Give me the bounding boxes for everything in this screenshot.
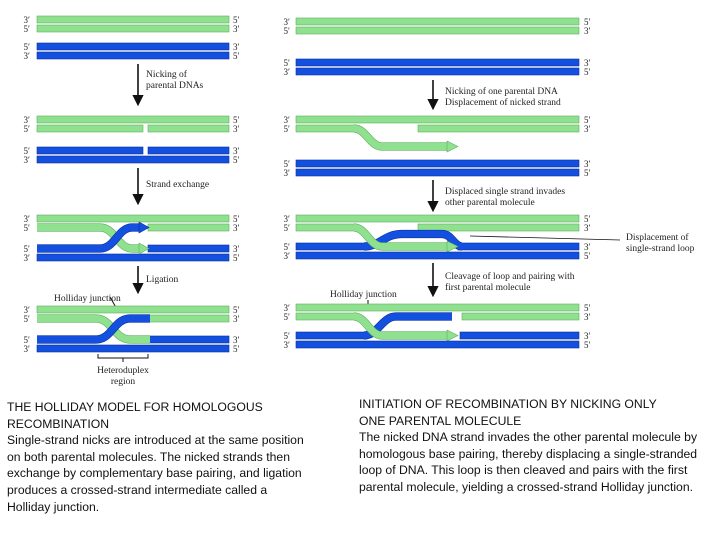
caption-left-title-1: THE HOLLIDAY MODEL FOR HOMOLOGOUS [7, 399, 312, 416]
right-end-labels: 3′ 5′ 5′ 3′ 5′ 3′ 3′ 5′ 3′ 5′ 5′ 3′ 5′ 3… [284, 17, 591, 350]
right-step3-label-b: first parental molecule [445, 282, 530, 293]
loop-label-b: single-strand loop [626, 244, 695, 254]
svg-text:5′: 5′ [584, 67, 591, 77]
svg-text:3′: 3′ [584, 26, 591, 36]
svg-text:5′: 5′ [284, 223, 291, 233]
left-step1-label: Nicking of [146, 69, 188, 80]
svg-text:3′: 3′ [584, 223, 591, 233]
caption-left-body: Single-strand nicks are introduced at th… [7, 432, 312, 515]
left-nicked-green [37, 116, 229, 132]
left-step1-label-b: parental DNAs [146, 81, 204, 91]
svg-text:3′: 3′ [284, 340, 291, 350]
caption-left: THE HOLLIDAY MODEL FOR HOMOLOGOUS RECOMB… [7, 399, 312, 515]
caption-left-title-2: RECOMBINATION [7, 416, 312, 433]
svg-text:3′: 3′ [584, 124, 591, 134]
svg-text:5′: 5′ [24, 24, 31, 34]
svg-text:3′: 3′ [284, 168, 291, 178]
caption-right-title-2: ONE PARENTAL MOLECULE [359, 413, 714, 430]
svg-text:5′: 5′ [233, 253, 240, 263]
svg-text:5′: 5′ [584, 251, 591, 261]
loop-label: Displacement of [626, 232, 689, 243]
right-step3-label: Cleavage of loop and pairing with [445, 271, 575, 282]
right-displaced [296, 116, 579, 176]
svg-text:5′: 5′ [233, 344, 240, 354]
left-step2-label: Strand exchange [146, 180, 209, 190]
svg-text:3′: 3′ [584, 312, 591, 322]
caption-right-title-1: INITIATION OF RECOMBINATION BY NICKING O… [359, 396, 714, 413]
heteroduplex-bracket [98, 354, 148, 362]
left-step3-label: Ligation [146, 275, 178, 285]
left-parental-blue [37, 43, 229, 59]
svg-text:3′: 3′ [284, 67, 291, 77]
svg-text:5′: 5′ [284, 312, 291, 322]
svg-text:3′: 3′ [233, 314, 240, 324]
svg-text:3′: 3′ [284, 251, 291, 261]
svg-text:5′: 5′ [233, 51, 240, 61]
svg-text:5′: 5′ [584, 340, 591, 350]
caption-right-body: The nicked DNA strand invades the other … [359, 429, 714, 495]
svg-text:3′: 3′ [24, 253, 31, 263]
left-parental-green [37, 16, 229, 32]
svg-text:5′: 5′ [284, 26, 291, 36]
svg-text:3′: 3′ [233, 124, 240, 134]
left-holliday-junction [37, 306, 229, 352]
svg-text:3′: 3′ [233, 223, 240, 233]
svg-text:5′: 5′ [233, 155, 240, 165]
svg-text:5′: 5′ [24, 314, 31, 324]
left-nicked-blue [37, 147, 229, 163]
heteroduplex-label-b: region [111, 377, 136, 387]
right-holliday-junction [296, 304, 579, 348]
right-step2-label: Displaced single strand invades [445, 187, 565, 197]
svg-text:5′: 5′ [584, 168, 591, 178]
right-parental [296, 18, 579, 75]
right-step1-label: Nicking of one parental DNA [445, 86, 558, 97]
caption-right: INITIATION OF RECOMBINATION BY NICKING O… [359, 396, 714, 496]
svg-text:3′: 3′ [24, 344, 31, 354]
right-holliday-label: Holliday junction [330, 290, 397, 300]
right-step2-label-b: other parental molecule [445, 198, 535, 208]
loop-pointer [470, 236, 620, 240]
svg-text:3′: 3′ [24, 155, 31, 165]
right-invasion [296, 215, 579, 259]
svg-text:3′: 3′ [24, 51, 31, 61]
heteroduplex-label: Heteroduplex [97, 366, 149, 376]
left-exchange-strands [37, 215, 229, 261]
svg-text:3′: 3′ [233, 24, 240, 34]
svg-text:5′: 5′ [24, 124, 31, 134]
svg-text:5′: 5′ [284, 124, 291, 134]
right-step1-label-b: Displacement of nicked strand [445, 97, 561, 108]
svg-text:5′: 5′ [24, 223, 31, 233]
